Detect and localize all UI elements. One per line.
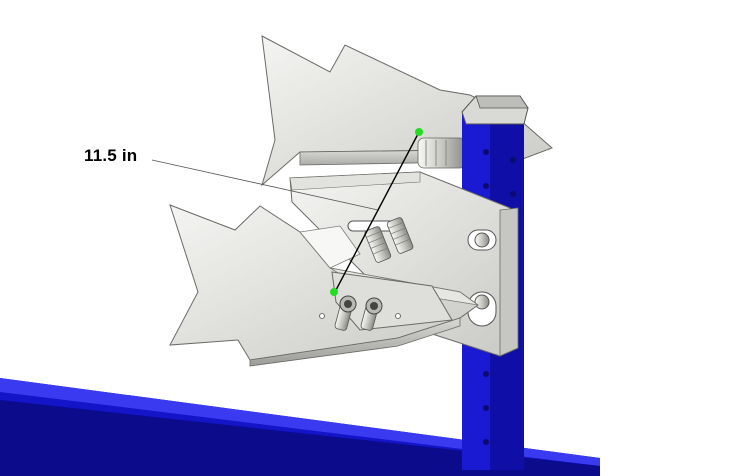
measurement-label: 11.5 in: [84, 146, 138, 165]
lower-bolts: [319, 295, 401, 331]
dimension-line: [335, 131, 420, 291]
hinge-rollers: [417, 137, 467, 169]
base-rail: [0, 378, 600, 476]
lower-blade: [169, 204, 479, 367]
measure-point-bottom: [330, 288, 338, 296]
leader-line: [151, 159, 379, 211]
upper-bolts: [364, 217, 414, 263]
measurement-annotation: [151, 128, 423, 296]
measure-point-top: [415, 128, 423, 136]
